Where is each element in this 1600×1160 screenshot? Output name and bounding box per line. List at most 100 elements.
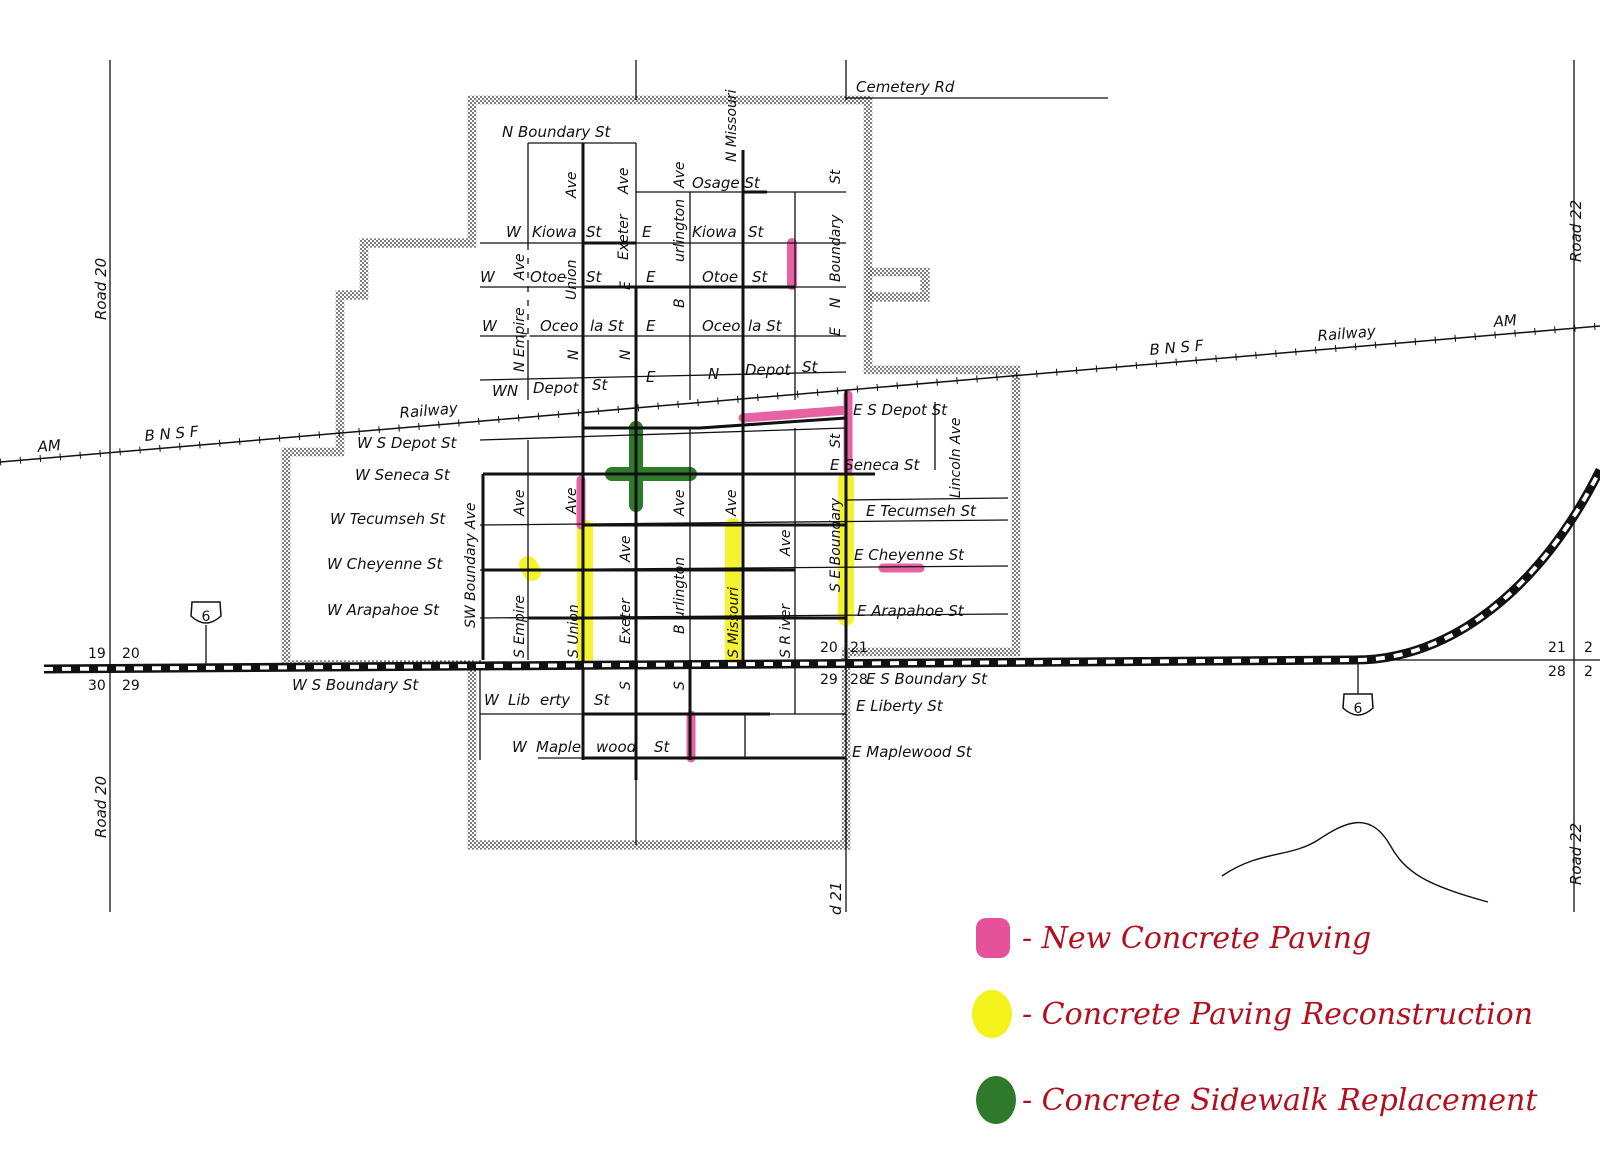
- label-v-ave-s3: Ave: [618, 536, 634, 563]
- label-v-missouri-s: S Missouri: [726, 587, 742, 658]
- label-w-arapahoe-st: W Arapahoe St: [327, 601, 440, 619]
- label-kiowa-w: W: [506, 223, 522, 241]
- label-w-maplewood-2: wood: [596, 738, 637, 756]
- label-v-ave1: Ave: [564, 172, 580, 199]
- label-oceola-w: W: [482, 317, 498, 335]
- label-w-seneca-st: W Seneca St: [355, 466, 451, 484]
- label-n-boundary-st: N Boundary St: [502, 123, 612, 141]
- label-am-left: AM: [36, 436, 62, 456]
- label-oceola-2: la St: [590, 317, 625, 335]
- label-v-ave3: Ave: [672, 162, 688, 189]
- label-v-s-empire: S Empire: [512, 595, 528, 658]
- label-w-maplewood-w: W: [512, 738, 528, 756]
- label-road-20-top: Road 20: [92, 258, 110, 320]
- label-v-union: Union: [564, 260, 580, 300]
- vertical-street-labels: Road 20 Road 20 Road 22 Road 22 d 21 Lin…: [92, 89, 1585, 915]
- label-es-boundary-st: E S Boundary St: [866, 670, 988, 688]
- section-28: 28: [850, 672, 868, 688]
- legend-new-paving: - New Concrete Paving: [976, 918, 1371, 958]
- label-lincoln-ave: Lincoln Ave: [948, 417, 964, 498]
- label-v-st-ne: St: [828, 169, 844, 184]
- label-kiowa-1: Kiowa: [532, 223, 577, 241]
- label-depot-wn: WN: [492, 382, 518, 400]
- section-19: 19: [88, 646, 106, 662]
- label-oceola-4: la St: [748, 317, 783, 335]
- label-v-n-empire: N Empire: [512, 307, 528, 372]
- legend: - New Concrete Paving - Concrete Paving …: [972, 918, 1538, 1124]
- label-v-n2: N: [618, 349, 634, 360]
- street-labels: Cemetery Rd N Boundary St Osage St W Kio…: [292, 78, 988, 761]
- shield-number-left: 6: [202, 609, 211, 625]
- label-otoe-2: Otoe: [702, 268, 738, 286]
- label-w-liberty-1: Lib: [508, 691, 530, 709]
- label-road-21-bottom: d 21: [827, 882, 845, 915]
- label-road-22-bottom: Road 22: [1567, 823, 1585, 885]
- label-kiowa-st2: St: [748, 223, 765, 241]
- label-v-burlington: urlington: [672, 199, 688, 262]
- label-w-liberty-st: St: [594, 691, 611, 709]
- label-depot-2: Depot: [745, 361, 791, 379]
- label-v-sw-boundary: SW Boundary Ave: [463, 502, 479, 628]
- label-depot-st1: St: [592, 376, 609, 394]
- label-v-s2: S: [672, 681, 688, 690]
- label-kiowa-st1: St: [586, 223, 603, 241]
- label-e-maplewood-st: E Maplewood St: [852, 743, 973, 761]
- contour-line: [1221, 821, 1489, 903]
- paved-streets: [481, 143, 875, 780]
- label-v-burlington-s: B urlington: [672, 557, 688, 634]
- label-v-st-s: St: [828, 433, 844, 448]
- legend-swatch-green: [976, 1076, 1016, 1124]
- label-cemetery-rd: Cemetery Rd: [856, 78, 955, 96]
- section-2b: 2: [1584, 664, 1593, 680]
- legend-new-paving-text: - New Concrete Paving: [1022, 921, 1371, 956]
- label-railway-left: Railway: [399, 399, 460, 422]
- label-otoe-st1: St: [586, 268, 603, 286]
- legend-sidewalk-text: - Concrete Sidewalk Replacement: [1022, 1083, 1538, 1118]
- section-29: 29: [122, 678, 140, 694]
- label-e-cheyenne-st: E Cheyenne St: [854, 546, 965, 564]
- legend-reconstruction: - Concrete Paving Reconstruction: [972, 990, 1533, 1038]
- label-e-seneca-st: E Seneca St: [830, 456, 920, 474]
- label-kiowa-e: E: [642, 223, 652, 241]
- label-otoe-1: Otoe: [530, 268, 566, 286]
- label-v-ave-s1: Ave: [512, 490, 528, 517]
- label-v-se-boundary: S E Boundary: [828, 497, 844, 592]
- legend-swatch-pink: [976, 918, 1010, 958]
- label-w-cheyenne-st: W Cheyenne St: [327, 555, 443, 573]
- label-e-tecumseh-st: E Tecumseh St: [866, 502, 977, 520]
- legend-sidewalk: - Concrete Sidewalk Replacement: [976, 1076, 1538, 1124]
- label-bnsf-left: B N S F: [144, 422, 200, 445]
- label-am-right: AM: [1492, 311, 1518, 331]
- label-road-20-bottom: Road 20: [92, 776, 110, 838]
- label-otoe-w: W: [480, 268, 496, 286]
- section-29b: 29: [820, 672, 838, 688]
- bnsf-railway: [0, 322, 1600, 466]
- label-v-exeter: Exeter: [616, 213, 632, 260]
- us-route-6-shield-left: 6: [190, 601, 222, 665]
- label-v-e-ne: E: [828, 327, 844, 336]
- section-2a: 2: [1584, 640, 1593, 656]
- label-v-exeter-s: Exeter: [618, 597, 634, 644]
- label-oceola-3: Oceo: [702, 317, 740, 335]
- label-bnsf-right: B N S F: [1149, 336, 1205, 359]
- label-w-maplewood-1: Maple: [536, 738, 581, 756]
- section-30: 30: [88, 678, 106, 694]
- city-limits-boundary: [281, 95, 1021, 850]
- legend-swatch-yellow: [972, 990, 1012, 1038]
- label-v-n-missouri: N Missouri: [724, 89, 740, 162]
- shield-number-right: 6: [1354, 701, 1363, 717]
- label-railway-right: Railway: [1317, 322, 1378, 345]
- label-v-ave-s5: Ave: [724, 490, 740, 517]
- label-ws-boundary-st: W S Boundary St: [292, 676, 419, 694]
- legend-reconstruction-text: - Concrete Paving Reconstruction: [1022, 997, 1533, 1032]
- label-w-liberty-2: erty: [540, 691, 571, 709]
- label-depot-1: Depot: [533, 379, 579, 397]
- section-20: 20: [122, 646, 140, 662]
- label-osage-st: Osage St: [692, 174, 761, 192]
- label-es-depot-st: E S Depot St: [853, 401, 948, 419]
- label-v-n1: N: [566, 349, 582, 360]
- label-otoe-e: E: [646, 268, 656, 286]
- label-e-arapahoe-st: E Arapahoe St: [857, 602, 965, 620]
- label-v-ave2: Ave: [616, 168, 632, 195]
